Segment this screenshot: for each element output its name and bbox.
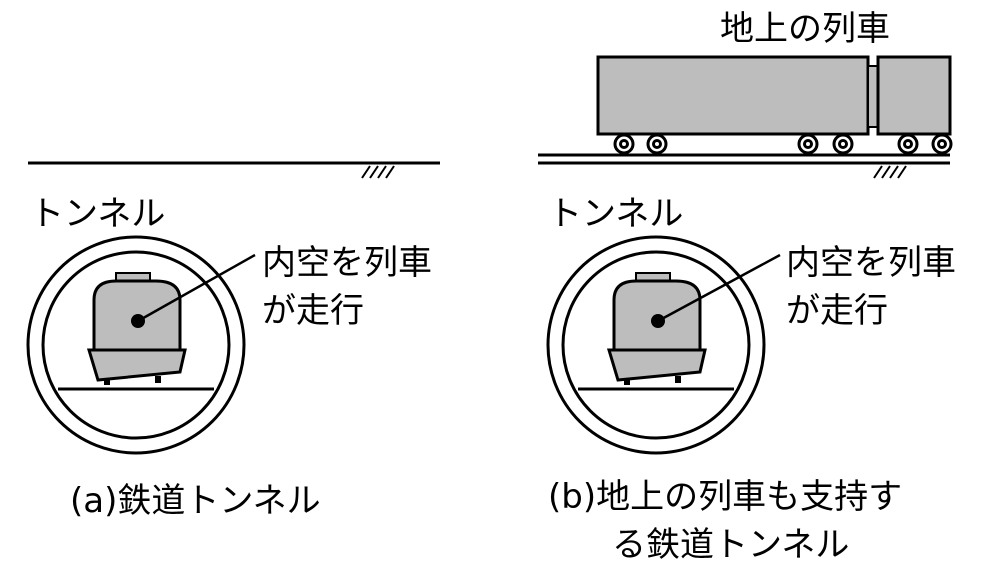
callout-line1-a: 内空を列車 (262, 243, 432, 283)
train-car-1 (596, 55, 870, 136)
callout-leader-b (657, 253, 781, 323)
tunnel-inner-ring-a (41, 250, 231, 440)
caption-a: (a)鉄道トンネル (70, 481, 321, 521)
tunnel-label-b: トンネル (548, 194, 683, 234)
callout-line2-b: が走行 (786, 291, 888, 331)
train-cross-section-a (86, 272, 187, 385)
train-wheels (613, 133, 953, 155)
panel-a: トンネル 内空を列車 が走行 (a)鉄道トンネル (26, 161, 440, 521)
tunnel-inner-ring-b (561, 250, 751, 440)
caption-b-line1: (b)地上の列車も支持す (548, 477, 902, 517)
earth-hatch-a (361, 165, 395, 179)
train-car-2 (876, 55, 952, 136)
callout-line2-a: が走行 (262, 291, 364, 331)
surface-train-label: 地上の列車 (720, 9, 890, 49)
tunnel-label-a: トンネル (30, 194, 165, 234)
tunnel-outer-ring-b (546, 235, 766, 455)
callout-leader-a (137, 253, 256, 323)
caption-b-line2: る鉄道トンネル (612, 525, 849, 565)
train-cross-section-b (606, 272, 707, 385)
callout-line1-b: 内空を列車 (786, 243, 956, 283)
earth-hatch-b (873, 165, 907, 179)
surface-train (596, 55, 953, 155)
panel-b: 地上の列車 トンネル (538, 9, 956, 565)
tunnel-outer-ring-a (26, 235, 246, 455)
